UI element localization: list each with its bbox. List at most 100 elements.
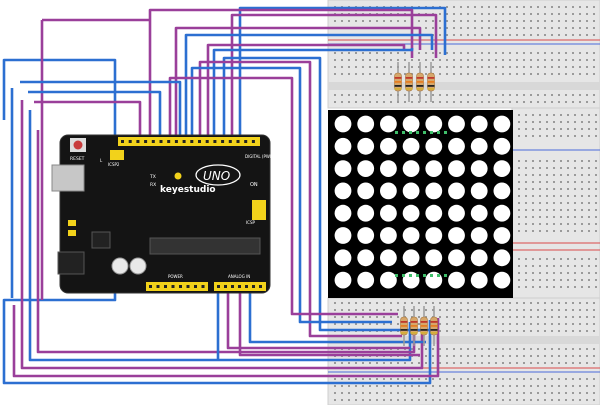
matrix-pin <box>395 274 398 277</box>
breadboard-hole <box>397 59 399 61</box>
breadboard-hole <box>474 385 476 387</box>
breadboard-hole <box>481 101 483 103</box>
breadboard-hole <box>579 59 581 61</box>
breadboard-hole <box>481 59 483 61</box>
breadboard-hole <box>502 13 504 15</box>
breadboard-hole <box>567 216 569 218</box>
breadboard-hole <box>362 20 364 22</box>
breadboard-hole <box>574 167 576 169</box>
breadboard-hole <box>551 6 553 8</box>
led-dot <box>470 227 488 244</box>
tx-label: TX <box>149 174 156 180</box>
breadboard-hole <box>376 52 378 54</box>
breadboard-hole <box>474 378 476 380</box>
breadboard-hole <box>518 181 520 183</box>
breadboard-hole <box>369 52 371 54</box>
breadboard-hole <box>551 362 553 364</box>
breadboard-hole <box>574 188 576 190</box>
breadboard-hole <box>586 73 588 75</box>
breadboard-hole <box>341 52 343 54</box>
breadboard-hole <box>544 323 546 325</box>
breadboard-hole <box>369 59 371 61</box>
led-dot <box>493 227 511 244</box>
breadboard-hole <box>572 316 574 318</box>
led-dot <box>357 160 375 178</box>
breadboard-hole <box>348 73 350 75</box>
breadboard-hole <box>390 66 392 68</box>
breadboard-hole <box>383 316 385 318</box>
breadboard-hole <box>446 101 448 103</box>
breadboard-hole <box>525 174 527 176</box>
breadboard-hole <box>481 392 483 394</box>
breadboard-hole <box>404 392 406 394</box>
breadboard-hole <box>525 216 527 218</box>
breadboard-hole <box>523 362 525 364</box>
breadboard-hole <box>516 66 518 68</box>
breadboard-hole <box>567 181 569 183</box>
breadboard-hole <box>334 59 336 61</box>
led-dot <box>493 271 511 289</box>
led-dot <box>380 249 397 267</box>
breadboard-hole <box>502 348 504 350</box>
breadboard-hole <box>530 13 532 15</box>
breadboard-hole <box>595 258 597 260</box>
breadboard-hole <box>446 66 448 68</box>
breadboard-hole <box>532 160 534 162</box>
breadboard-hole <box>383 362 385 364</box>
breadboard-hole <box>355 399 357 401</box>
breadboard-hole <box>567 188 569 190</box>
breadboard-hole <box>390 302 392 304</box>
breadboard-hole <box>460 309 462 311</box>
breadboard-hole <box>453 101 455 103</box>
icsp-label: ICSP <box>246 220 256 225</box>
breadboard-hole <box>460 316 462 318</box>
breadboard-hole <box>581 209 583 211</box>
breadboard-hole <box>432 385 434 387</box>
breadboard-hole <box>560 121 562 123</box>
breadboard-hole <box>467 20 469 22</box>
breadboard-hole <box>574 160 576 162</box>
breadboard-hole <box>502 302 504 304</box>
breadboard-hole <box>488 52 490 54</box>
breadboard-hole <box>588 230 590 232</box>
resistor-band <box>416 85 424 87</box>
breadboard-hole <box>551 392 553 394</box>
resistor-band <box>394 77 402 79</box>
breadboard-hole <box>588 209 590 211</box>
breadboard-hole <box>516 101 518 103</box>
resistor-band <box>420 329 428 331</box>
breadboard-hole <box>348 94 350 96</box>
breadboard-hole <box>579 323 581 325</box>
breadboard-hole <box>467 27 469 29</box>
breadboard-hole <box>425 348 427 350</box>
header-pin <box>259 285 262 288</box>
breadboard-hole <box>558 355 560 357</box>
breadboard-hole <box>551 94 553 96</box>
breadboard-hole <box>446 34 448 36</box>
breadboard-hole <box>495 27 497 29</box>
breadboard-hole <box>586 52 588 54</box>
breadboard-hole <box>355 316 357 318</box>
breadboard-hole <box>348 66 350 68</box>
breadboard-hole <box>418 302 420 304</box>
breadboard-hole <box>502 20 504 22</box>
breadboard-hole <box>544 362 546 364</box>
led-dot <box>380 182 397 200</box>
matrix-pin <box>416 274 419 277</box>
power-jack <box>57 251 85 275</box>
breadboard-hole <box>488 59 490 61</box>
breadboard-hole <box>523 309 525 311</box>
breadboard-hole <box>334 323 336 325</box>
breadboard-hole <box>593 348 595 350</box>
breadboard-hole <box>481 73 483 75</box>
breadboard-hole <box>516 378 518 380</box>
breadboard-hole <box>588 195 590 197</box>
breadboard-hole <box>397 302 399 304</box>
breadboard-hole <box>474 6 476 8</box>
breadboard-hole <box>518 188 520 190</box>
breadboard-hole <box>474 309 476 311</box>
model-label: UNO <box>203 169 230 183</box>
breadboard-hole <box>530 362 532 364</box>
breadboard-hole <box>518 258 520 260</box>
resistor-band <box>410 321 418 323</box>
